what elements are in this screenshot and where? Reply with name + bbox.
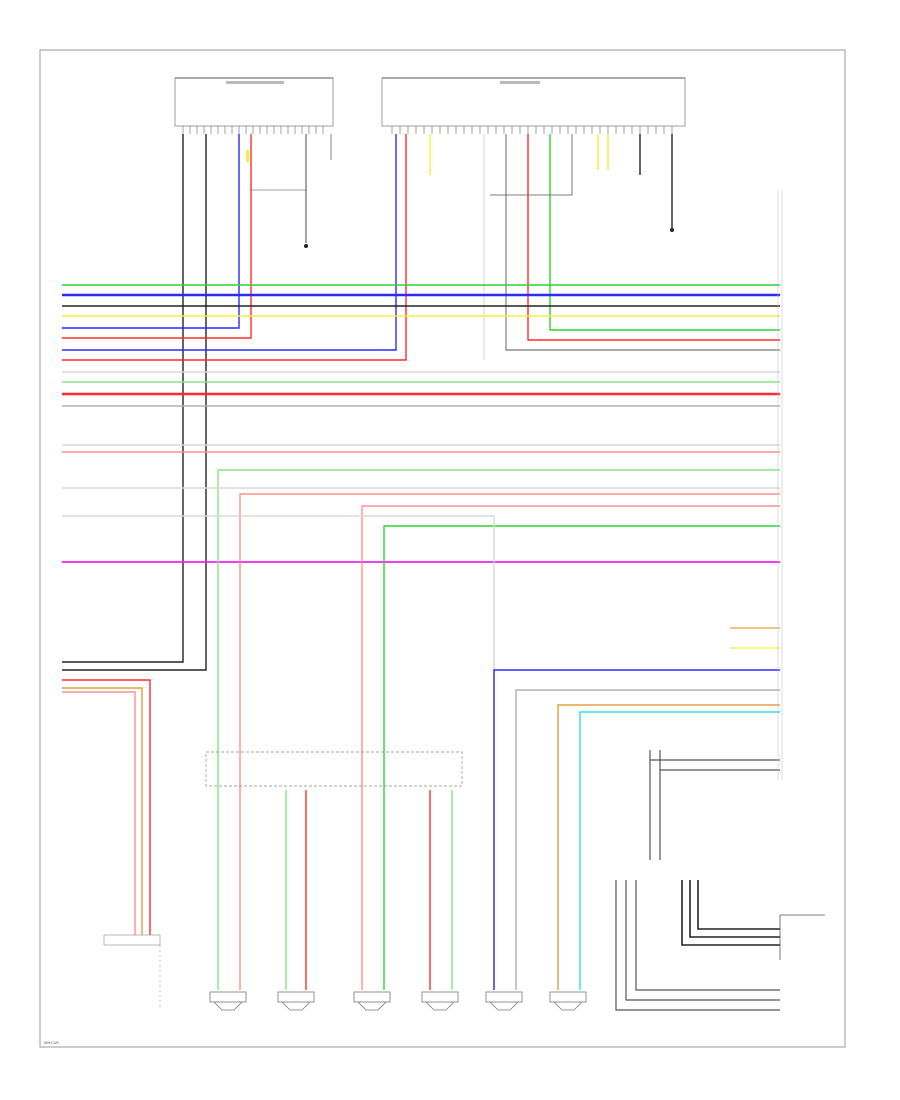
bus-wires <box>62 284 780 563</box>
speaker-left-tweeter <box>209 991 247 1011</box>
left-control-module <box>174 77 334 134</box>
rear-feed-wires <box>62 679 151 935</box>
right-connector-pins <box>777 190 783 780</box>
left-bottom-connector <box>103 934 161 1010</box>
junction-connector <box>205 751 463 787</box>
radio-wires <box>62 134 780 361</box>
footer-code: W/H 1/9 <box>44 1040 59 1045</box>
speaker-left-rear-door <box>485 991 523 1011</box>
speaker-left-front-door <box>277 991 315 1011</box>
speaker-right-rear-door <box>549 991 587 1011</box>
right-bottom-module <box>779 914 825 960</box>
speaker-right-tweeter <box>353 991 391 1011</box>
speaker-feeds <box>62 469 780 990</box>
speaker-right-front-door <box>421 991 459 1011</box>
diagram-frame <box>39 49 846 1048</box>
right-lower-wires <box>615 627 780 1011</box>
left-module-wires <box>62 134 332 671</box>
radio-audio-unit <box>381 77 686 134</box>
